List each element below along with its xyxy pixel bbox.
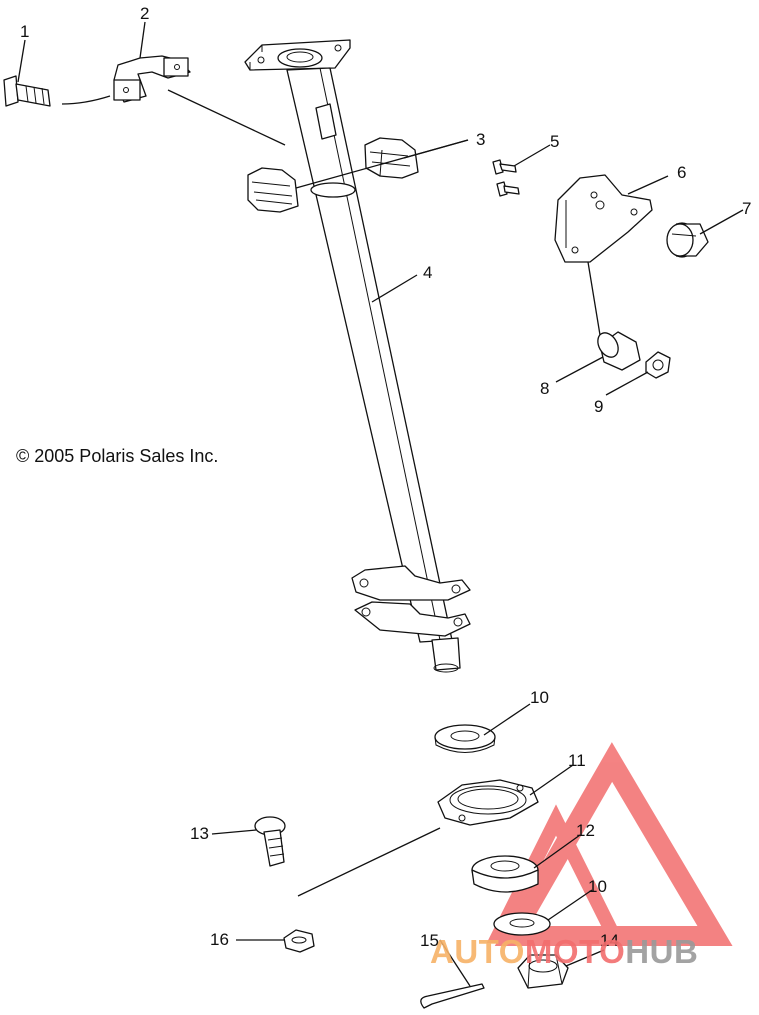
callout-10-top: 10 <box>530 688 549 707</box>
callout-14: 14 <box>600 931 619 950</box>
callout-2: 2 <box>140 4 149 23</box>
callout-6: 6 <box>677 163 686 182</box>
cotter-pin-item-15 <box>420 983 485 1009</box>
bushing-right-item-3 <box>364 137 419 179</box>
callout-15: 15 <box>420 931 439 950</box>
svg-text:AUTOMOTOHUB: AUTOMOTOHUB <box>430 933 698 970</box>
bearing-flange-item-11 <box>437 779 539 826</box>
callout-1: 1 <box>20 22 29 41</box>
nut-item-16 <box>283 929 315 953</box>
callout-13: 13 <box>190 824 209 843</box>
leader-bracket-to-post <box>167 89 286 146</box>
callout-12: 12 <box>576 821 595 840</box>
callout-7: 7 <box>742 199 751 218</box>
copyright-notice: © 2005 Polaris Sales Inc. <box>16 446 218 466</box>
bushing-left-item-3 <box>247 167 299 213</box>
leader-plate-to-spacer <box>587 261 601 336</box>
watermark-part-auto: AUTO <box>430 933 525 970</box>
watermark-text: AUTOMOTOHUB <box>430 933 698 970</box>
clamp-bracket-item-2 <box>113 55 191 103</box>
washer-bottom-item-10 <box>493 912 551 936</box>
callout-10-bottom: 10 <box>588 877 607 896</box>
bolt-item-1 <box>3 75 51 107</box>
washer-top-item-10 <box>434 724 496 753</box>
callout-5: 5 <box>550 132 559 151</box>
callout-11: 11 <box>568 751 586 770</box>
callout-16: 16 <box>210 930 229 949</box>
watermark-part-moto: MOTO <box>525 933 625 970</box>
nut-item-14 <box>517 954 569 989</box>
spacer-item-8 <box>597 331 641 371</box>
callout-8: 8 <box>540 379 549 398</box>
callout-4: 4 <box>423 263 432 282</box>
callout-labels: 1 2 3 4 5 6 7 8 9 10 11 12 10 13 14 15 1… <box>20 4 751 950</box>
nut-item-9 <box>645 351 671 379</box>
screws-item-5 <box>492 159 520 197</box>
bushing-item-7 <box>666 222 709 258</box>
leader-bolt-to-bracket <box>61 95 111 105</box>
watermark-part-hub: HUB <box>625 933 698 970</box>
callout-3: 3 <box>476 130 485 149</box>
steering-post <box>244 39 471 673</box>
callout-9: 9 <box>594 397 603 416</box>
bolt-item-13 <box>254 816 286 867</box>
leader-lines <box>17 21 744 987</box>
thick-washer-item-12 <box>471 855 539 893</box>
mounting-plate-item-6 <box>554 174 653 263</box>
